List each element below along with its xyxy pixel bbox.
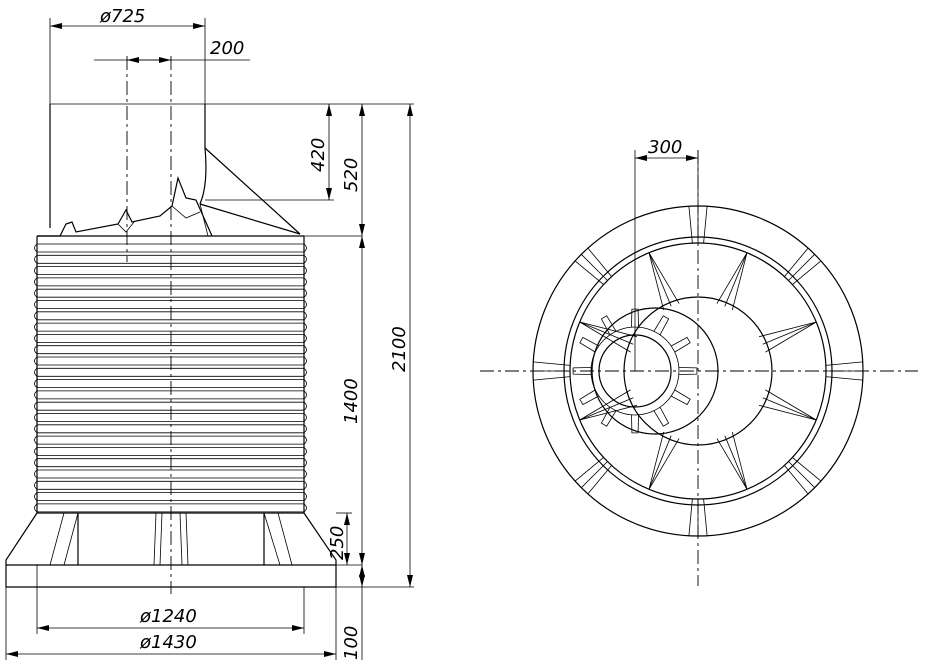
neck-rib [653,315,670,335]
dim-label-offset-200: 200 [210,38,244,59]
dim-label-neck-height: 420 [308,138,329,172]
corrugated-body [34,236,307,514]
dim-offset-200: 200 [94,38,250,63]
dim-label-total-height: 2100 [389,326,410,372]
corrugation-rib [34,413,307,422]
corrugation-rib [34,458,307,468]
dim-label-offset-300: 300 [648,137,682,158]
star-rib-center [579,321,634,345]
neck-rib [600,315,617,335]
dim-label-body-height: 1400 [341,378,362,424]
dim-offset-300: 300 [634,137,699,371]
outer-rib [688,206,708,244]
corrugation-rib [34,401,307,411]
corrugation-rib [34,334,307,343]
cone-top [37,175,304,237]
neck-rib [579,336,599,353]
outer-rib [533,361,571,381]
neck-rib [572,367,592,375]
outer-rib [825,361,863,381]
dim-label-cone-height: 520 [341,158,362,192]
dim-base-height: 100 [341,565,365,660]
neck-rib [600,407,617,427]
dim-label-neck-diameter: ø725 [99,6,145,27]
corrugation-rib [34,356,307,366]
corrugation-rib [34,345,307,355]
neck-rib [631,414,639,434]
corrugation-rib [34,379,307,388]
star-ribs [579,252,817,490]
corrugation-rib [34,480,307,490]
corrugation-rib [34,322,307,332]
corrugation-rib [34,424,307,434]
outer-rib-center [581,461,608,488]
dim-body-diameter: ø1240 [36,565,305,634]
star-rib-center [648,435,672,490]
neck-rib [653,407,670,427]
dim-base-step: 250 [327,513,350,565]
neck-rib [671,336,691,353]
outer-rib [783,456,822,495]
neck-rib [678,367,698,375]
side-view: ø725 200 420 520 2100 [5,6,414,660]
dim-neck-diameter: ø725 [49,6,206,104]
neck-ring-outer [623,296,773,446]
dim-base-diameter: ø1430 [5,587,337,660]
star-rib-center [724,252,748,307]
star-rib-center [724,435,748,490]
corrugation-rib [34,367,307,377]
outer-rib-center [788,254,815,281]
neck-rib [579,389,599,406]
corrugation-rib [34,288,307,298]
dim-label-body-diameter: ø1240 [139,606,197,627]
neck-rib [671,389,691,406]
corrugation-rib [34,266,307,275]
dim-body-height: 1400 [341,236,365,565]
outer-rib [574,456,613,495]
dim-label-base-step: 250 [327,526,348,560]
neck-outline [49,104,301,235]
outer-rib-center [581,254,608,281]
corrugation-rib [34,447,307,456]
neck-ring [591,307,719,435]
dim-label-base-diameter: ø1430 [139,632,197,653]
dim-label-base-height: 100 [341,626,362,660]
outer-rib-center [788,461,815,488]
corrugation-rib [34,492,307,501]
star-rib-center [762,397,817,421]
outer-ribs [533,206,863,536]
outer-rib [688,498,708,536]
star-rib-center [648,252,672,307]
neck-ribs [572,308,698,434]
star-rib-center [762,321,817,345]
corrugation-rib [34,300,307,309]
corrugation-rib [34,254,307,264]
outer-rib [783,247,822,286]
corrugation-rib [34,503,307,513]
corrugation-rib [34,435,307,445]
dim-cone-height: 520 [341,104,365,236]
corrugation-rib [34,243,307,253]
outer-rib [574,247,613,286]
star-rib-center [579,397,634,421]
top-view: 300 [480,137,918,586]
corrugation-rib [34,277,307,287]
corrugation-rib [34,311,307,321]
corrugation-rib [34,390,307,400]
corrugation-rib [34,469,307,479]
dim-total-height: 2100 [389,104,413,587]
dim-neck-height: 420 [308,104,332,200]
